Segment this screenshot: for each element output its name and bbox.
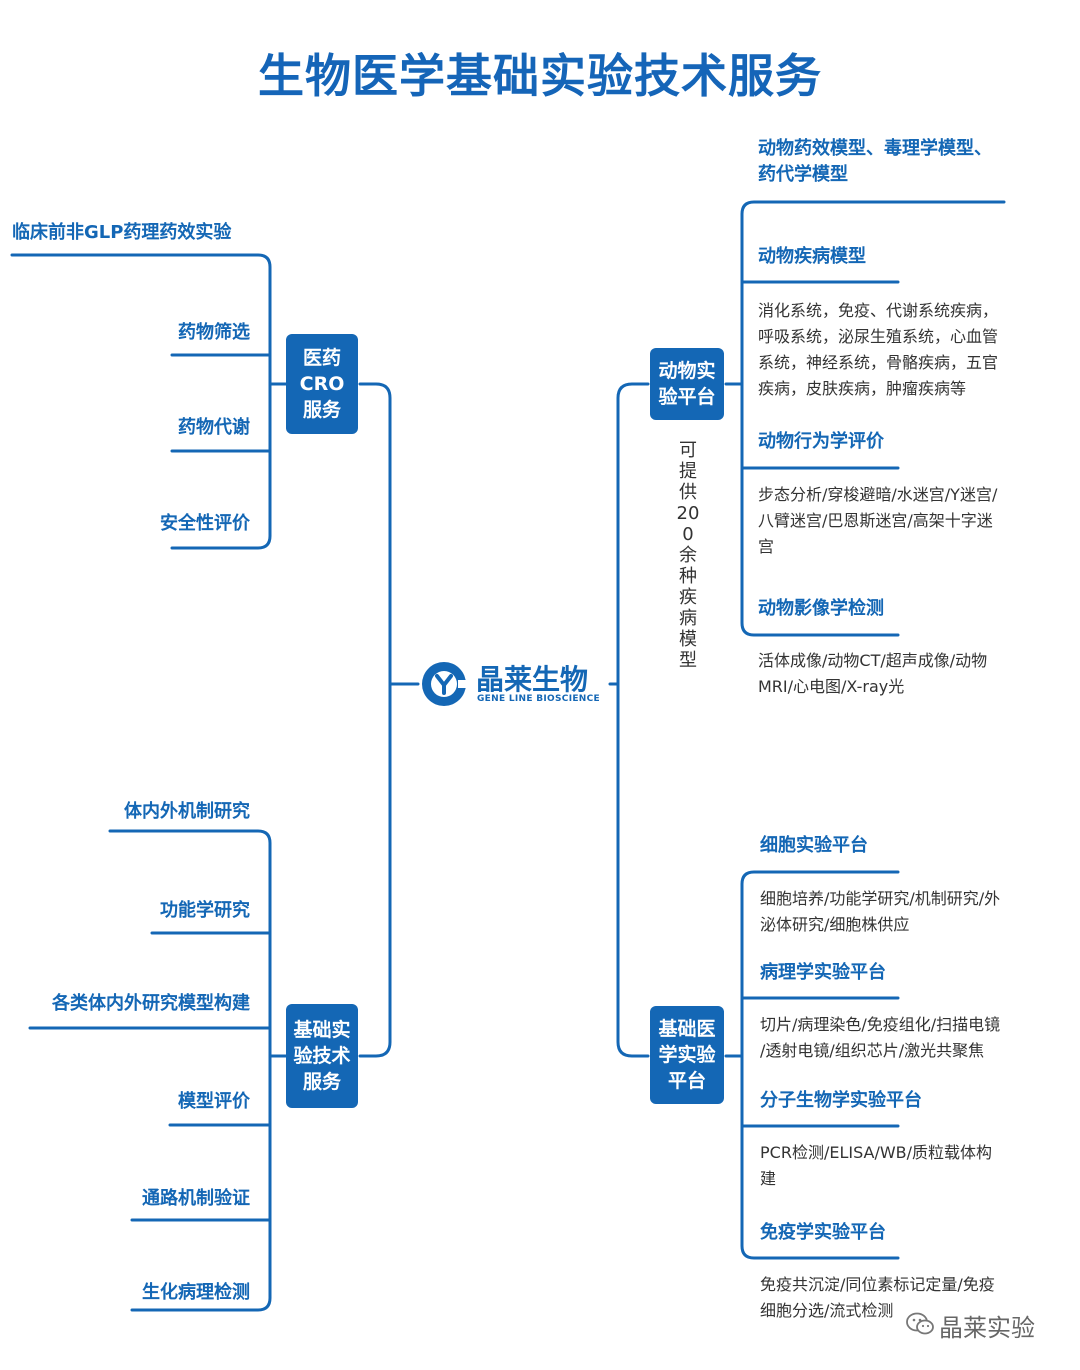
node-basic-medicine-platform: 基础医 学实验 平台 (650, 1006, 724, 1104)
leaf-cell-platform: 细胞实验平台 (760, 835, 868, 856)
leaf-safety-evaluation: 安全性评价 (160, 513, 250, 534)
watermark-text: 晶莱实验 (939, 1314, 1035, 1342)
page-title: 生物医学基础实验技术服务 (258, 49, 822, 103)
desc-animal-disease-model: 消化系统，免疫、代谢系统疾病， 呼吸系统，泌尿生殖系统，心血管 系统，神经系统，… (758, 301, 999, 398)
gene-line-logo-icon (422, 662, 468, 706)
desc-molecular-platform: PCR检测/ELISA/WB/质粒载体构 建 (760, 1143, 993, 1188)
leaf-animal-imaging: 动物影像学检测 (758, 598, 884, 619)
node-basic-experiment-service: 基础实 验技术 服务 (286, 1004, 358, 1108)
node-animal-platform: 动物实 验平台 (650, 348, 724, 420)
leaf-immunology-platform: 免疫学实验平台 (760, 1222, 886, 1243)
leaf-pathway-verification: 通路机制验证 (142, 1188, 250, 1209)
wechat-icon (906, 1312, 934, 1335)
desc-pathology-platform: 切片/病理染色/免疫组化/扫描电镜 /透射电镜/组织芯片/激光共聚焦 (760, 1015, 1001, 1060)
leaf-animal-efficacy-model: 动物药效模型、毒理学模型、 药代学模型 (758, 138, 992, 185)
desc-cell-platform: 细胞培养/功能学研究/机制研究/外 泌体研究/细胞株供应 (760, 889, 1001, 934)
leaf-drug-screening: 药物筛选 (178, 322, 250, 343)
leaf-function-study: 功能学研究 (160, 900, 250, 921)
desc-animal-behavior: 步态分析/穿梭避暗/水迷宫/Y迷宫/ 八臂迷宫/巴恩斯迷宫/高架十字迷 宫 (758, 485, 998, 556)
leaf-molecular-platform: 分子生物学实验平台 (760, 1090, 922, 1111)
watermark: 晶莱实验 (905, 1305, 1055, 1345)
node-pharma-cro: 医药 CRO 服务 (286, 334, 358, 434)
leaf-model-evaluation: 模型评价 (178, 1091, 250, 1112)
logo-name-en: GENE LINE BIOSCIENCE (477, 694, 600, 704)
leaf-animal-disease-model: 动物疾病模型 (758, 246, 866, 267)
company-logo: 晶莱生物 GENE LINE BIOSCIENCE (420, 656, 600, 712)
vertical-note: 可提供200余种疾病模型 (676, 440, 700, 671)
leaf-preclinical: 临床前非GLP药理药效实验 (12, 222, 232, 243)
logo-name-cn: 晶莱生物 (476, 663, 589, 696)
leaf-drug-metabolism: 药物代谢 (178, 417, 250, 438)
leaf-animal-behavior: 动物行为学评价 (758, 431, 884, 452)
leaf-mechanism-study: 体内外机制研究 (124, 801, 250, 822)
leaf-pathology-platform: 病理学实验平台 (760, 962, 886, 983)
leaf-model-construction: 各类体内外研究模型构建 (52, 993, 250, 1014)
leaf-biochem-pathology: 生化病理检测 (142, 1282, 250, 1303)
desc-animal-imaging: 活体成像/动物CT/超声成像/动物 MRI/心电图/X-ray光 (758, 651, 988, 696)
desc-immunology-platform: 免疫共沉淀/同位素标记定量/免疫 细胞分选/流式检测 (760, 1275, 995, 1320)
